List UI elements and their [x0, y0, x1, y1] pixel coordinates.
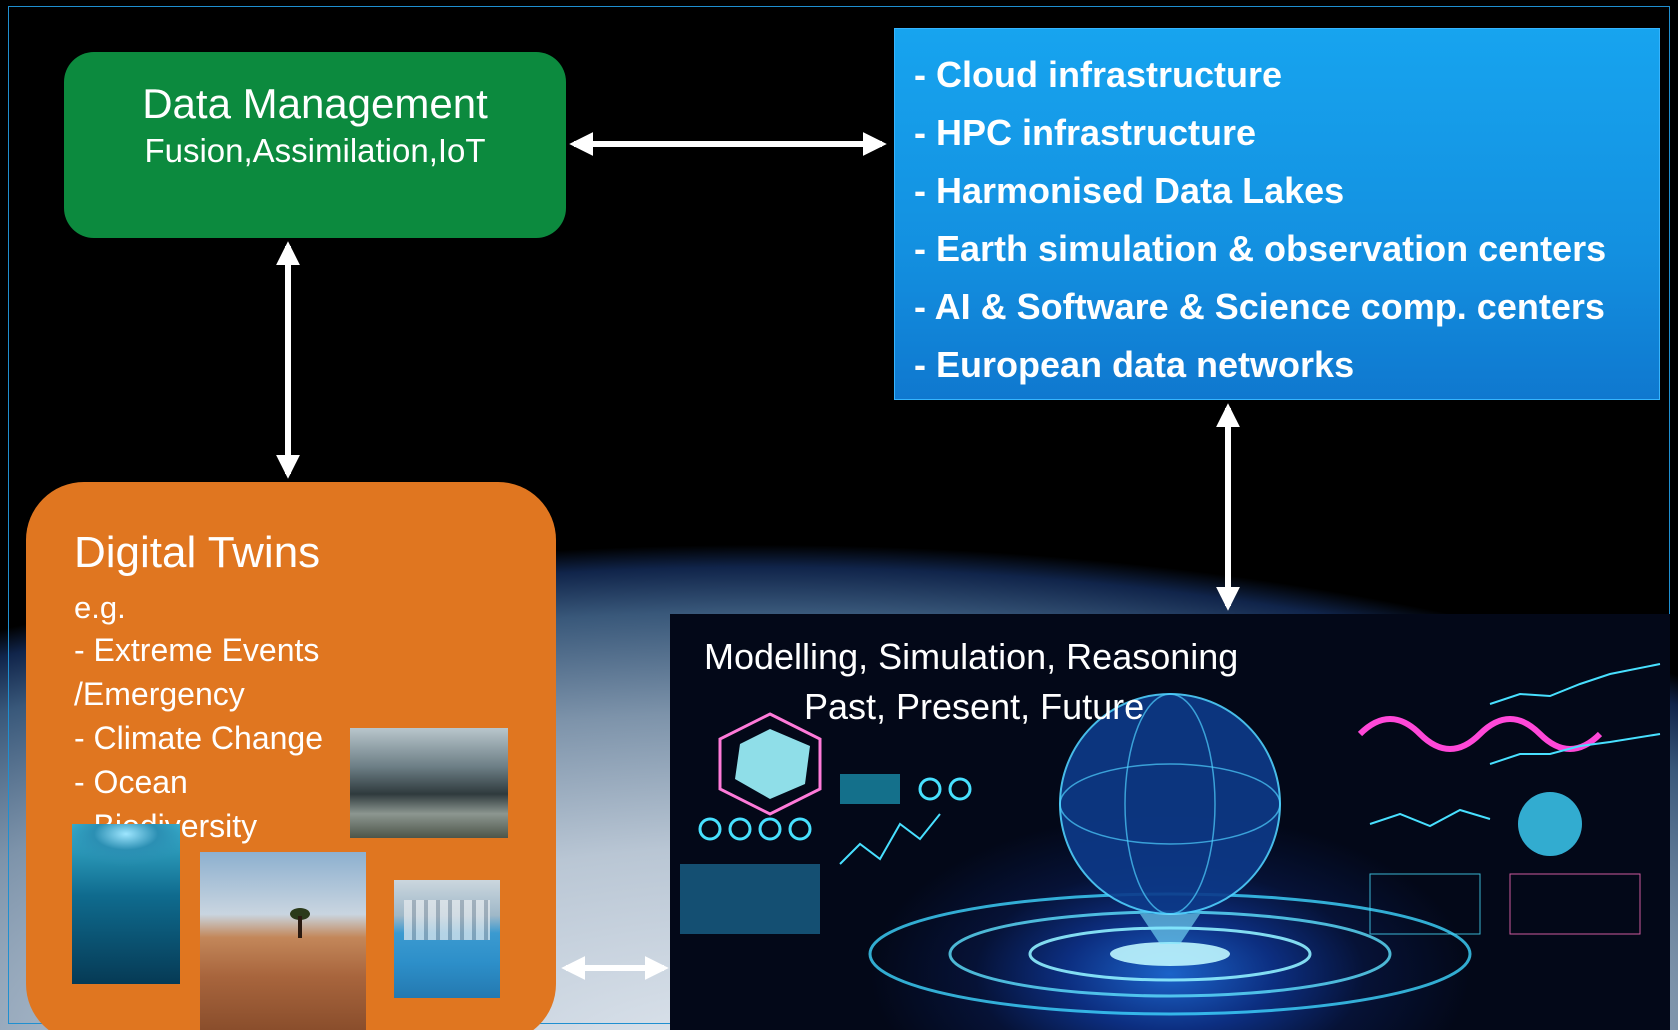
modelling-dashboard-panel: Modelling, Simulation, Reasoning Past, P… [670, 614, 1670, 1030]
waveform-icon [1357, 716, 1603, 752]
flood-photo [394, 880, 500, 998]
infrastructure-item: - Harmonised Data Lakes [914, 170, 1345, 211]
dial-icon [788, 817, 812, 841]
radar-blob-icon [1518, 792, 1582, 856]
data-management-title: Data Management [142, 80, 488, 127]
infrastructure-item: - Earth simulation & observation centers [914, 228, 1607, 269]
dashboard-graphics [680, 663, 1661, 1016]
hologram-core [1110, 942, 1230, 966]
infrastructure-item: - European data networks [914, 344, 1355, 385]
digital-twins-title: Digital Twins [74, 528, 321, 577]
mini-panel-icon [840, 774, 900, 804]
digital-twins-item: - Extreme Events [74, 632, 320, 668]
line-chart-icon [1489, 733, 1661, 765]
hologram-beam [1140, 914, 1200, 944]
dial-icon [758, 817, 782, 841]
digital-twins-item: - Ocean [74, 764, 188, 800]
modelling-line-1: Modelling, Simulation, Reasoning [704, 636, 1239, 677]
infrastructure-box: - Cloud infrastructure - HPC infrastruct… [894, 28, 1660, 400]
line-chart-icon [1369, 808, 1491, 828]
digital-twins-item: - Climate Change [74, 720, 323, 756]
data-management-subtitle: Fusion,Assimilation,IoT [144, 132, 486, 169]
infrastructure-list: - Cloud infrastructure - HPC infrastruct… [894, 28, 1660, 394]
dial-icon [728, 817, 752, 841]
area-chart-icon [1509, 873, 1641, 935]
dial-icon [918, 777, 942, 801]
radar-chart-icon [718, 712, 822, 816]
modelling-line-2: Past, Present, Future [804, 686, 1145, 727]
storm-photo [350, 728, 508, 838]
drought-photo [200, 852, 366, 1030]
infrastructure-item: - AI & Software & Science comp. centers [914, 286, 1605, 327]
candlestick-chart-icon [1369, 873, 1481, 935]
digital-twins-item: /Emergency [74, 676, 245, 712]
line-chart-icon [1489, 663, 1661, 705]
dial-icon [948, 777, 972, 801]
world-map-icon [680, 864, 820, 934]
radar-chart-fill [735, 729, 810, 799]
data-management-box: Data Management Fusion,Assimilation,IoT [64, 52, 566, 238]
infrastructure-item: - HPC infrastructure [914, 112, 1257, 153]
dial-icon [698, 817, 722, 841]
underwater-photo [72, 824, 180, 984]
globe-latitude [1059, 763, 1281, 845]
digital-twins-example-label: e.g. [74, 590, 126, 625]
line-chart-icon [839, 813, 941, 865]
infrastructure-item: - Cloud infrastructure [914, 54, 1283, 95]
